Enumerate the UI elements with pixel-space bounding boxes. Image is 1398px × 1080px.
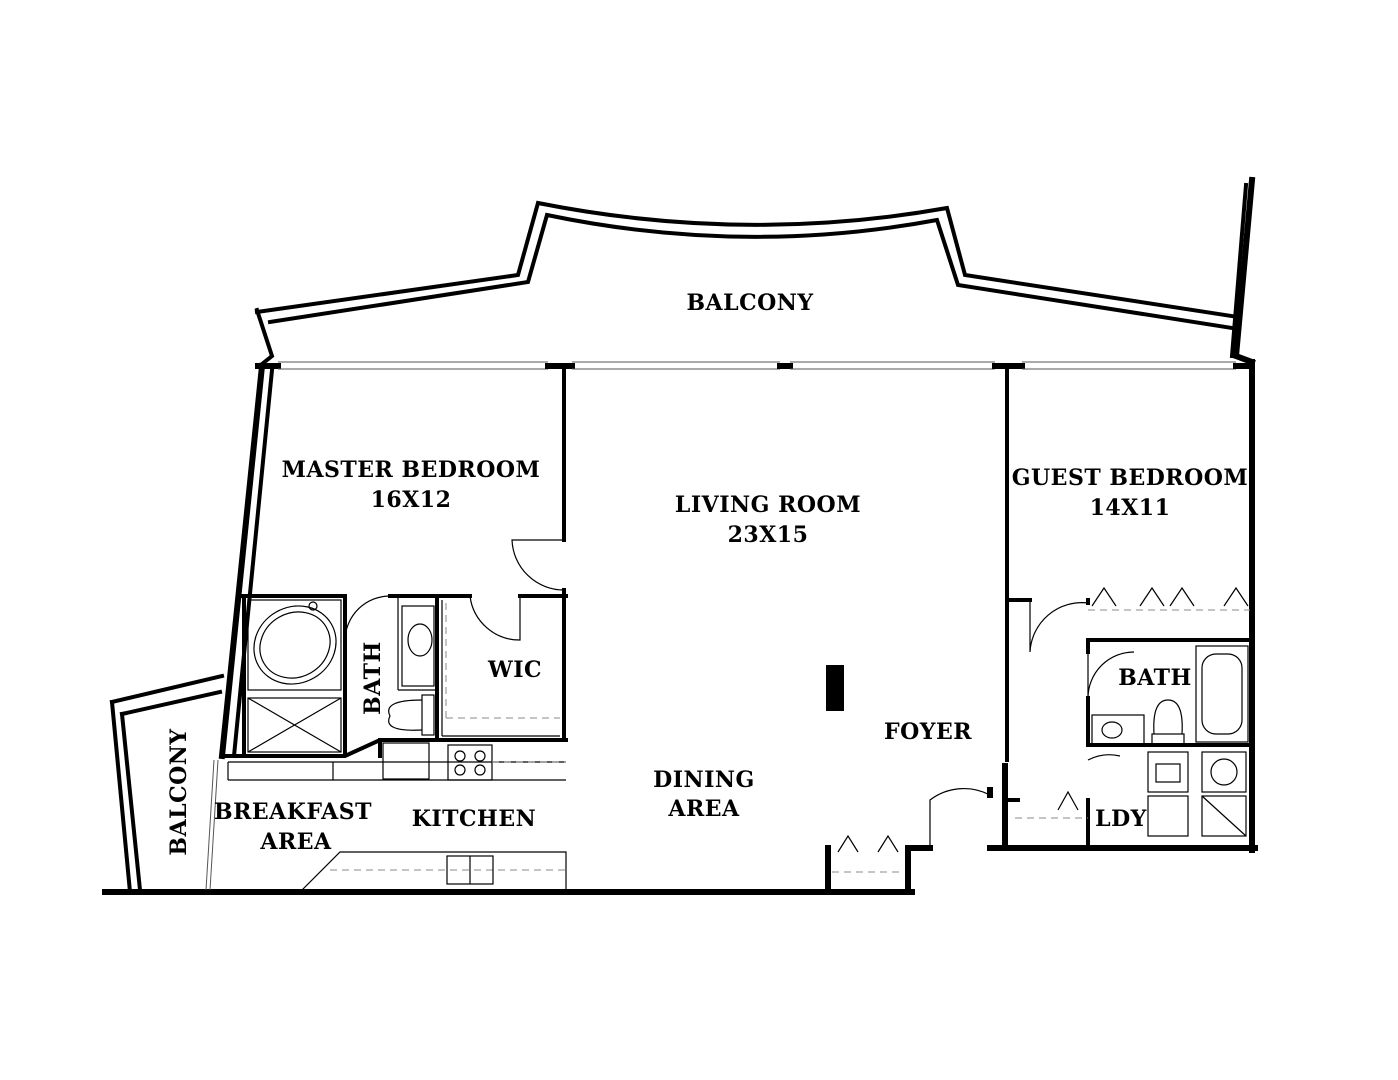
foyer-label: FOYER bbox=[884, 719, 972, 745]
wic-label: WIC bbox=[487, 657, 542, 683]
balcony-top-label: BALCONY bbox=[686, 290, 813, 316]
fixtures bbox=[227, 586, 1250, 891]
master-bath-label: BATH bbox=[360, 641, 386, 715]
room-labels: BALCONY MASTER BEDROOM 16X12 LIVING ROOM… bbox=[166, 290, 1248, 856]
living-room-label: LIVING ROOM bbox=[675, 492, 861, 518]
exterior-walls bbox=[102, 359, 1258, 895]
kitchen-label: KITCHEN bbox=[412, 806, 536, 832]
breakfast-area-label-line2: AREA bbox=[259, 829, 332, 855]
breakfast-area-label: BREAKFAST bbox=[214, 799, 372, 825]
master-bedroom-size: 16X12 bbox=[371, 487, 452, 513]
guest-bath-label: BATH bbox=[1118, 665, 1192, 691]
laundry-label: LDY bbox=[1095, 806, 1147, 832]
dining-area-label-line2: AREA bbox=[667, 796, 740, 822]
balcony-top-railing bbox=[254, 176, 1256, 367]
guest-bedroom-label: GUEST BEDROOM bbox=[1012, 465, 1249, 491]
master-bedroom-label: MASTER BEDROOM bbox=[282, 457, 541, 483]
guest-bedroom-size: 14X11 bbox=[1090, 495, 1171, 521]
living-room-size: 23X15 bbox=[728, 522, 809, 548]
balcony-left-railing bbox=[109, 673, 225, 895]
interior-walls bbox=[220, 366, 1254, 850]
dining-area-label: DINING bbox=[653, 767, 755, 793]
balcony-left-label: BALCONY bbox=[166, 728, 192, 855]
doors bbox=[344, 539, 1135, 848]
